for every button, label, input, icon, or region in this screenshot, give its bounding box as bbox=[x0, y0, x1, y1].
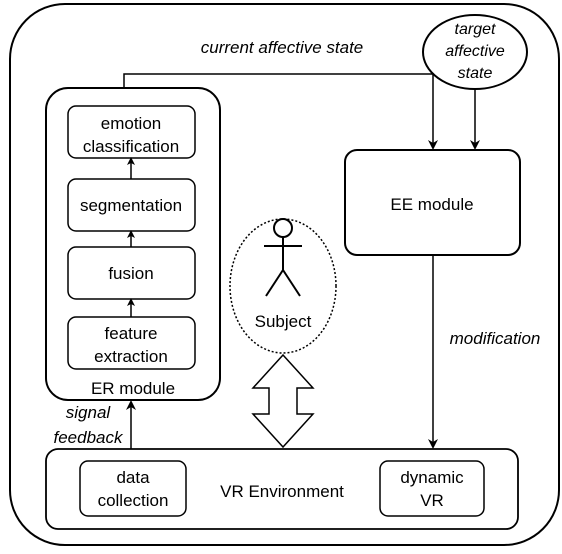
subject-ellipse bbox=[229, 218, 337, 354]
data-collection-line-1: data bbox=[116, 468, 150, 487]
segmentation-label: segmentation bbox=[80, 196, 182, 215]
target-label-line-2: affective bbox=[445, 43, 505, 60]
signal-feedback-line-1: signal bbox=[66, 403, 112, 422]
dynamic-vr-line-1: dynamic bbox=[400, 468, 464, 487]
data-collection-line-2: collection bbox=[98, 491, 169, 510]
modification-label: modification bbox=[450, 329, 541, 348]
fusion-label: fusion bbox=[108, 264, 153, 283]
data-collection-box bbox=[79, 460, 187, 517]
outer-frame bbox=[9, 3, 560, 546]
er-module-label: ER module bbox=[91, 379, 175, 398]
current-state-connector bbox=[123, 73, 438, 150]
ee-module-label: EE module bbox=[390, 195, 473, 214]
emotion-classification-line-1: emotion bbox=[101, 114, 161, 133]
vr-environment-label: VR Environment bbox=[220, 482, 344, 501]
target-label-line-3: state bbox=[458, 65, 493, 82]
signal-feedback-line-2: feedback bbox=[54, 428, 124, 447]
subject-label: Subject bbox=[255, 312, 312, 331]
current-affective-state-label: current affective state bbox=[201, 38, 364, 57]
bidirectional-arrow-icon bbox=[251, 353, 315, 449]
dynamic-vr-box bbox=[379, 460, 485, 517]
target-label-line-1: target bbox=[455, 21, 496, 38]
emotion-classification-line-2: classification bbox=[83, 137, 179, 156]
feature-extraction-line-2: extraction bbox=[94, 347, 168, 366]
stick-figure-icon bbox=[264, 218, 302, 297]
feature-extraction-line-1: feature bbox=[105, 324, 158, 343]
dynamic-vr-line-2: VR bbox=[420, 491, 444, 510]
